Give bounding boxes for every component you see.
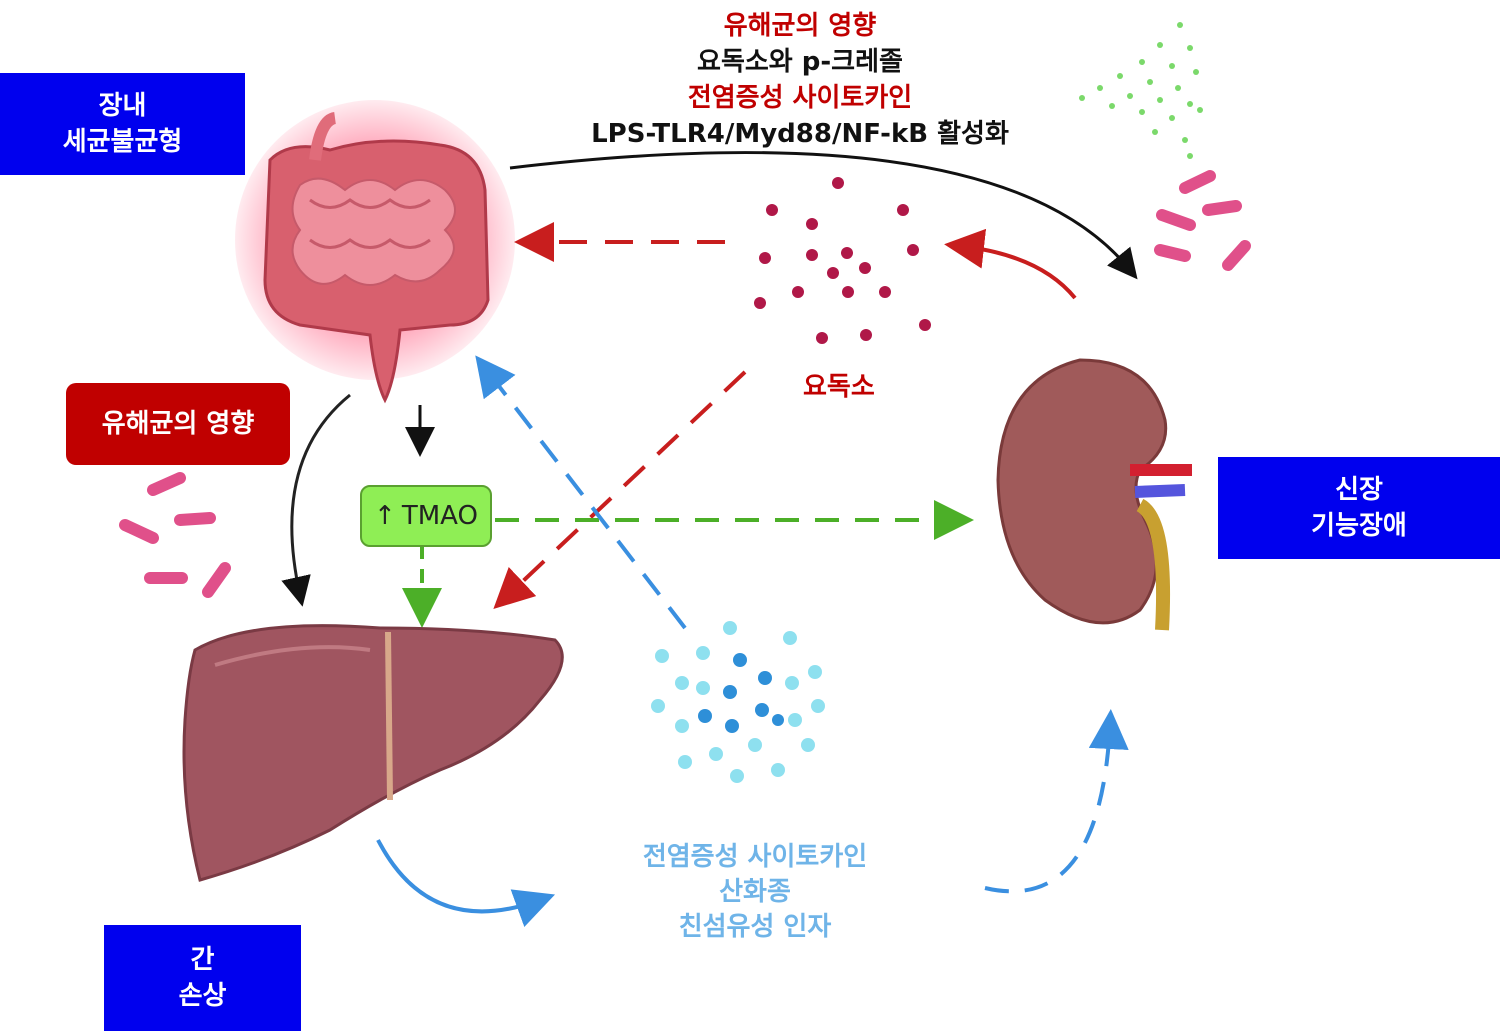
bottom-line-3: 친섬유성 인자 [678, 912, 832, 942]
uremic-toxin-particles [754, 177, 931, 344]
liver-to-factors-arrow [376, 839, 556, 927]
kidney-dysfunction-box: 신장 기능장애 [1218, 457, 1500, 559]
top-mechanism-text: 유해균의 영향 요독소와 p-크레졸 전염증성 사이토카인 LPS-TLR4/M… [520, 8, 1080, 152]
top-line-2: 요독소와 p-크레졸 [697, 47, 903, 77]
toxin-to-liver-arrow [493, 370, 747, 609]
bacteria-left [119, 472, 231, 598]
intestine-illustration [235, 100, 515, 404]
liver-damage-box: 간 손상 [104, 925, 301, 1031]
liver-box-line2: 손상 [178, 981, 227, 1011]
kidney-illustration [996, 358, 1192, 631]
kidney-to-toxin-arrow [944, 228, 1077, 300]
harmful-bacteria-box: 유해균의 영향 [66, 383, 290, 465]
top-line-4: LPS-TLR4/Myd88/NF-kB 활성화 [591, 119, 1009, 149]
kidney-box-line1: 신장 [1335, 475, 1383, 505]
green-dot-cluster [1079, 22, 1203, 159]
cytokine-to-gut-arrow [475, 355, 687, 630]
top-line-3: 전염증성 사이토카인 [687, 83, 913, 113]
gut-box-line2: 세균불균형 [62, 127, 183, 157]
bottom-line-1: 전염증성 사이토카인 [642, 842, 868, 872]
harmful-box-label: 유해균의 영향 [101, 409, 255, 439]
cytokine-particles [651, 621, 825, 783]
gut-dysbiosis-box: 장내 세균불균형 [0, 73, 245, 175]
bottom-factors-text: 전염증성 사이토카인 산화종 친섬유성 인자 [605, 840, 905, 945]
tmao-label: TMAO [401, 501, 478, 531]
uremic-toxin-label: 요독소 [803, 372, 875, 402]
factors-to-kidney-arrow [984, 709, 1129, 894]
tmao-box: ↑ TMAO [360, 485, 492, 547]
gut-box-line1: 장내 [98, 91, 147, 121]
gut-to-kidney-arrow [509, 151, 1138, 280]
bacteria-top-right [1154, 170, 1251, 271]
liver-box-line1: 간 [190, 945, 215, 975]
up-arrow-icon: ↑ [374, 501, 396, 531]
gut-to-liver-arrow [281, 393, 351, 607]
bottom-line-2: 산화종 [719, 877, 791, 907]
liver-illustration [182, 624, 564, 882]
top-line-1: 유해균의 영향 [723, 11, 877, 41]
kidney-box-line2: 기능장애 [1311, 511, 1407, 541]
